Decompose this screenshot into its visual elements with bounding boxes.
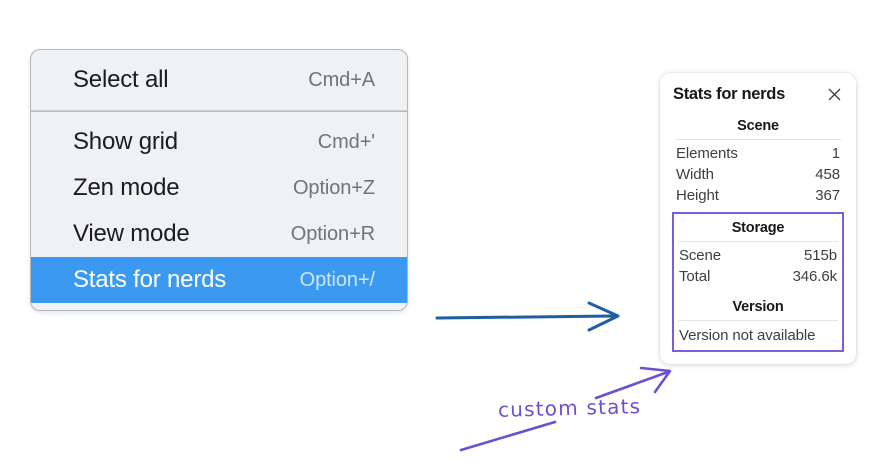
section-title-storage: Storage: [731, 220, 785, 236]
menu-item-select-all[interactable]: Select all Cmd+A: [31, 57, 407, 103]
stat-value: 346.6k: [792, 268, 838, 285]
stat-value: 367: [815, 187, 840, 204]
menu-item-shortcut: Option+/: [299, 268, 375, 291]
menu-item-shortcut: Option+Z: [292, 176, 375, 199]
stat-key: Height: [676, 187, 719, 204]
panel-title: Stats for nerds: [673, 85, 785, 103]
menu-item-label: Zen mode: [73, 174, 180, 201]
version-note: Version not available: [679, 327, 816, 344]
stat-key: Scene: [679, 247, 722, 264]
menu-group-selection: Select all Cmd+A: [31, 50, 407, 110]
stat-row-elements: Elements 1: [672, 143, 844, 164]
stat-row-width: Width 458: [672, 164, 844, 185]
annotation-label-custom-stats: custom stats: [497, 394, 642, 422]
menu-item-zen-mode[interactable]: Zen mode Option+Z: [31, 165, 407, 211]
stat-key: Total: [679, 268, 711, 285]
menu-group-view: Show grid Cmd+' Zen mode Option+Z View m…: [31, 112, 407, 310]
menu-item-shortcut: Cmd+A: [308, 68, 375, 91]
menu-item-show-grid[interactable]: Show grid Cmd+': [31, 119, 407, 165]
stat-row-height: Height 367: [672, 185, 844, 206]
stat-key: Elements: [676, 145, 738, 162]
menu-item-label: Show grid: [73, 128, 178, 155]
stat-value: 458: [815, 166, 840, 183]
arrow-right-icon: [435, 301, 620, 332]
stat-row-storage-total: Total 346.6k: [675, 266, 841, 287]
section-title-version: Version: [732, 299, 784, 315]
section-divider: [678, 241, 838, 242]
context-menu[interactable]: Select all Cmd+A Show grid Cmd+' Zen mod…: [30, 49, 408, 311]
section-divider: [675, 139, 841, 140]
menu-item-label: Stats for nerds: [73, 266, 227, 293]
menu-item-stats-for-nerds[interactable]: Stats for nerds Option+/: [31, 257, 407, 303]
custom-stats-block: Storage Scene 515b Total 346.6k Version …: [672, 212, 844, 352]
menu-item-view-mode[interactable]: View mode Option+R: [31, 211, 407, 257]
section-title-scene: Scene: [737, 118, 779, 134]
close-icon[interactable]: [825, 86, 843, 104]
menu-item-label: View mode: [73, 220, 190, 247]
menu-item-shortcut: Cmd+': [317, 130, 375, 153]
stat-key: Width: [676, 166, 714, 183]
menu-item-label: Select all: [73, 66, 169, 93]
section-divider: [678, 320, 838, 321]
stat-value: 515b: [804, 247, 837, 264]
stats-for-nerds-panel: Stats for nerds Scene Elements 1 Width 4…: [660, 73, 856, 364]
section-version: Version Version not available: [675, 295, 841, 347]
section-storage: Storage Scene 515b Total 346.6k: [675, 216, 841, 287]
panel-header: Stats for nerds: [672, 83, 844, 104]
underline-stroke-icon: [459, 420, 557, 452]
menu-item-shortcut: Option+R: [290, 222, 375, 245]
stat-row-storage-scene: Scene 515b: [675, 245, 841, 266]
stat-value: 1: [831, 145, 840, 162]
menu-separator: [31, 110, 407, 112]
section-scene: Scene Elements 1 Width 458 Height 367: [672, 114, 844, 206]
